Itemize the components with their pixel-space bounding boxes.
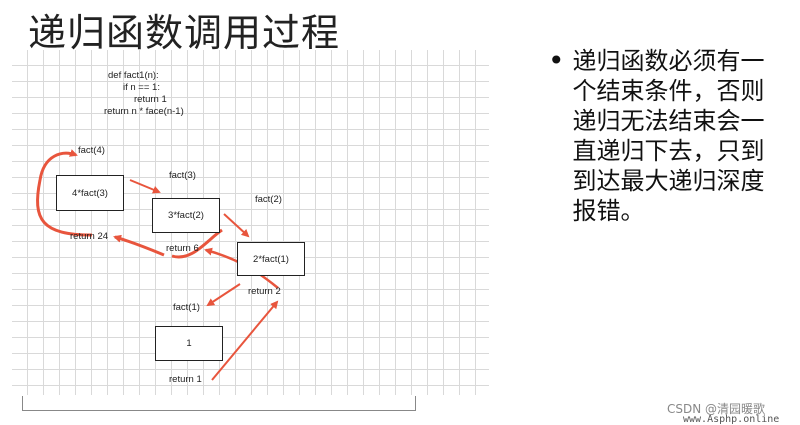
- label-return-24: return 24: [70, 231, 109, 242]
- bullet-text: 递归函数必须有一个结束条件，否则递归无法结束会一直递归下去，只到到达最大递归深度…: [572, 47, 765, 225]
- label-fact4: fact(4): [78, 145, 105, 156]
- csdn-watermark: CSDN @清园暖歌: [667, 402, 766, 416]
- label-return-6: return 6: [166, 243, 199, 254]
- return-arrow-6: [113, 234, 165, 257]
- bullet-point: • 递归函数必须有一个结束条件，否则递归无法结束会一直递归下去，只到到达最大递归…: [548, 46, 788, 226]
- call-arrow-2-1: [206, 283, 241, 307]
- bracket-divider: [22, 396, 416, 411]
- site-watermark: www.Asphp.online: [683, 414, 780, 425]
- frame-box-1: 1: [155, 326, 223, 361]
- frame-box-3: 3*fact(2): [152, 198, 220, 233]
- label-return-1: return 1: [169, 374, 202, 385]
- code-line-3: return 1: [134, 94, 167, 105]
- call-arrow-3-2: [223, 213, 250, 238]
- arrows-layer: [36, 149, 279, 381]
- frame-box-4: 4*fact(3): [56, 175, 124, 211]
- label-return-2: return 2: [248, 286, 281, 297]
- diagram-canvas: def fact1(n): if n == 1: return 1 return…: [12, 50, 489, 395]
- code-line-2: if n == 1:: [123, 82, 160, 93]
- slide-title: 递归函数调用过程: [28, 11, 341, 55]
- label-fact3: fact(3): [169, 170, 196, 181]
- return-arrow-6b: [171, 228, 223, 259]
- return-arrow-1: [211, 300, 279, 381]
- label-fact2: fact(2): [255, 194, 282, 205]
- code-line-4: return n * face(n-1): [104, 106, 184, 117]
- bullet-dot-icon: •: [548, 44, 565, 77]
- code-line-1: def fact1(n):: [108, 70, 159, 81]
- frame-box-2: 2*fact(1): [237, 242, 305, 276]
- call-arrow-4-3: [129, 179, 161, 194]
- return-arrow-24: [36, 149, 93, 237]
- label-fact1: fact(1): [173, 302, 200, 313]
